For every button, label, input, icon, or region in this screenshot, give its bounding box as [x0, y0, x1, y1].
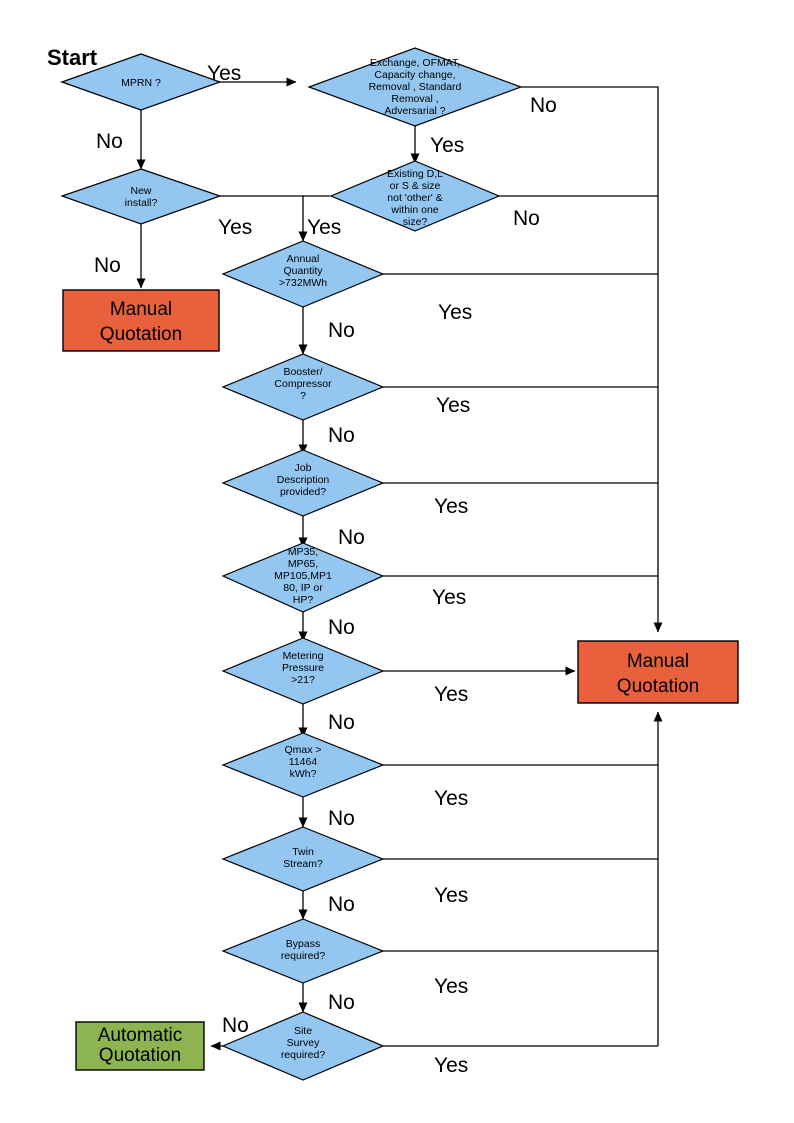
- label-existing-yes: Yes: [307, 216, 341, 239]
- label-bypass-yes: Yes: [434, 975, 468, 998]
- decision-twin-stream[interactable]: Twin Stream?: [221, 826, 385, 892]
- decision-site-survey[interactable]: Site Survey required?: [221, 1011, 385, 1081]
- decision-qmax-line-1: Qmax >: [284, 744, 321, 756]
- decision-new-install-line-1: New: [130, 185, 151, 197]
- decision-booster[interactable]: Booster/ Compressor ?: [221, 353, 385, 421]
- decision-new-install[interactable]: New install?: [60, 168, 222, 225]
- label-twin-no: No: [328, 893, 355, 916]
- label-mprn-no: No: [96, 130, 123, 153]
- decision-existing[interactable]: Existing D,L or S & size not 'other' & w…: [329, 160, 501, 232]
- connectors: [136, 77, 663, 1051]
- decision-mprn[interactable]: MPRN ?: [60, 53, 222, 111]
- label-annual-no: No: [328, 319, 355, 342]
- decision-annual-line-1: Annual: [287, 253, 320, 265]
- decision-site-line-1: Site: [294, 1025, 312, 1037]
- decision-booster-line-2: Compressor: [274, 378, 332, 390]
- decision-jobdesc-line-2: Description: [277, 474, 330, 486]
- label-existing-no: No: [513, 207, 540, 230]
- decision-bypass[interactable]: Bypass required?: [221, 918, 385, 984]
- decision-jobdesc-line-1: Job: [295, 462, 312, 474]
- decision-existing-line-5: size?: [403, 216, 428, 228]
- decision-site-line-3: required?: [281, 1049, 326, 1061]
- label-site-yes: Yes: [434, 1054, 468, 1077]
- decision-metering-line-3: >21?: [291, 674, 315, 686]
- manual-right-line-1: Manual: [627, 651, 689, 672]
- start-label: Start: [47, 45, 98, 70]
- decision-twin-line-2: Stream?: [283, 858, 323, 870]
- decision-metering-line-2: Pressure: [282, 662, 324, 674]
- decision-metering-line-1: Metering: [283, 650, 324, 662]
- label-newinst-no: No: [94, 254, 121, 277]
- edge-exchange-no: [521, 86, 663, 633]
- edge-labels: Yes No No Yes Yes No No Yes Yes No Yes N…: [94, 62, 557, 1077]
- decision-mpclass-line-3: MP105,MP1: [274, 570, 332, 582]
- decision-mp-class[interactable]: MP35, MP65, MP105,MP1 80, IP or HP?: [221, 542, 385, 613]
- decision-booster-line-3: ?: [300, 390, 306, 402]
- decision-mpclass-line-2: MP65,: [288, 558, 318, 570]
- label-mprn-yes: Yes: [207, 62, 241, 85]
- decision-mpclass-line-1: MP35,: [288, 546, 318, 558]
- decision-qmax[interactable]: Qmax > 11464 kWh?: [221, 732, 385, 798]
- label-booster-yes: Yes: [436, 394, 470, 417]
- decision-exchange-line-1: Exchange, OFMAT,: [370, 57, 460, 69]
- terminal-automatic-quotation[interactable]: Automatic Quotation: [75, 1021, 205, 1071]
- decision-twin-line-1: Twin: [292, 846, 314, 858]
- decision-existing-line-3: not 'other' &: [387, 192, 442, 204]
- decision-job-description[interactable]: Job Description provided?: [221, 449, 385, 517]
- label-metering-yes: Yes: [434, 683, 468, 706]
- decision-annual-line-3: >732MWh: [279, 277, 327, 289]
- decision-existing-line-4: within one: [390, 204, 438, 216]
- label-twin-yes: Yes: [434, 884, 468, 907]
- label-exchange-no: No: [530, 94, 557, 117]
- decision-qmax-line-2: 11464: [289, 756, 318, 768]
- decision-bypass-line-1: Bypass: [286, 938, 320, 950]
- label-jobdesc-yes: Yes: [434, 495, 468, 518]
- label-site-no: No: [222, 1014, 249, 1037]
- label-annual-yes: Yes: [438, 301, 472, 324]
- decision-annual-line-2: Quantity: [283, 265, 323, 277]
- label-metering-no: No: [328, 711, 355, 734]
- manual-right-line-2: Quotation: [617, 676, 699, 697]
- manual-left-line-1: Manual: [110, 299, 172, 320]
- label-mpclass-no: No: [328, 616, 355, 639]
- decision-annual-quantity[interactable]: Annual Quantity >732MWh: [221, 240, 385, 308]
- automatic-line-1: Automatic: [98, 1025, 182, 1046]
- decision-metering-pressure[interactable]: Metering Pressure >21?: [221, 637, 385, 705]
- decision-mprn-line-1: MPRN ?: [121, 77, 161, 89]
- decision-qmax-line-3: kWh?: [290, 768, 317, 780]
- label-jobdesc-no: No: [338, 526, 365, 549]
- decision-existing-line-2: or S & size: [390, 180, 441, 192]
- label-mpclass-yes: Yes: [432, 586, 466, 609]
- label-booster-no: No: [328, 424, 355, 447]
- label-qmax-no: No: [328, 807, 355, 830]
- decision-exchange-line-3: Removal , Standard: [369, 81, 462, 93]
- decision-exchange-line-5: Adversarial ?: [384, 105, 445, 117]
- decision-booster-line-1: Booster/: [283, 366, 322, 378]
- decision-bypass-line-2: required?: [281, 950, 326, 962]
- decision-site-line-2: Survey: [287, 1037, 320, 1049]
- label-exchange-yes: Yes: [430, 134, 464, 157]
- automatic-line-2: Quotation: [99, 1045, 181, 1066]
- label-bypass-no: No: [328, 991, 355, 1014]
- decision-mpclass-line-4: 80, IP or: [283, 582, 323, 594]
- manual-left-line-2: Quotation: [100, 324, 182, 345]
- label-qmax-yes: Yes: [434, 787, 468, 810]
- decision-mpclass-line-5: HP?: [293, 594, 314, 606]
- decision-new-install-line-2: install?: [125, 197, 158, 209]
- terminal-manual-quotation-right[interactable]: Manual Quotation: [577, 640, 739, 704]
- decision-existing-line-1: Existing D,L: [387, 168, 443, 180]
- decision-jobdesc-line-3: provided?: [280, 486, 326, 498]
- decision-exchange[interactable]: Exchange, OFMAT, Capacity change, Remova…: [307, 47, 523, 127]
- terminal-manual-quotation-left[interactable]: Manual Quotation: [62, 289, 220, 352]
- decision-exchange-line-4: Removal ,: [391, 93, 438, 105]
- label-newinst-yes: Yes: [218, 216, 252, 239]
- decision-exchange-line-2: Capacity change,: [374, 69, 455, 81]
